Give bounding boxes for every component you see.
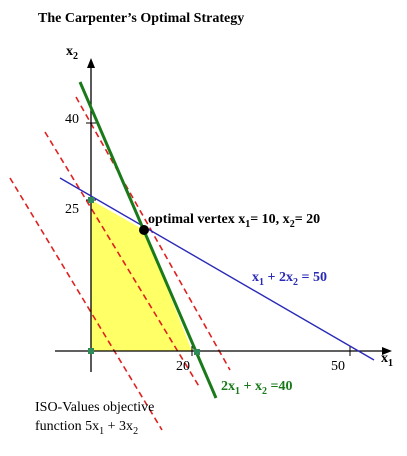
x-axis-label: x1 — [381, 351, 393, 369]
x-tick-label-20: 20 — [176, 359, 190, 374]
vertex-marker-origin — [88, 348, 94, 354]
diagram-title: The Carpenter’s Optimal Strategy — [38, 11, 244, 26]
iso-line-3 — [75, 96, 231, 371]
constraint-label-blue: x1 + 2x2 = 50 — [252, 270, 327, 288]
constraint-line-green — [78, 81, 218, 399]
vertex-marker-x20 — [194, 349, 200, 355]
x-axis-arrow — [382, 347, 392, 355]
constraint-line-blue — [59, 177, 375, 361]
y-axis-arrow — [87, 58, 95, 68]
optimal-vertex-point — [139, 225, 149, 235]
iso-note-line1: ISO-Values objective — [35, 400, 154, 415]
y-axis-label: x2 — [66, 44, 78, 62]
iso-line-1 — [9, 177, 163, 431]
vertex-marker-y25 — [88, 197, 94, 203]
feasible-region — [91, 200, 192, 351]
y-tick-label-40: 40 — [65, 112, 79, 127]
constraint-label-green: 2x1 + x2 =40 — [221, 379, 292, 397]
x-tick-label-50: 50 — [331, 359, 345, 374]
y-tick-label-25: 25 — [65, 202, 79, 217]
iso-note-line2: function 5x1 + 3x2 — [35, 419, 138, 437]
optimal-vertex-label: optimal vertex x1= 10, x2= 20 — [148, 212, 320, 230]
